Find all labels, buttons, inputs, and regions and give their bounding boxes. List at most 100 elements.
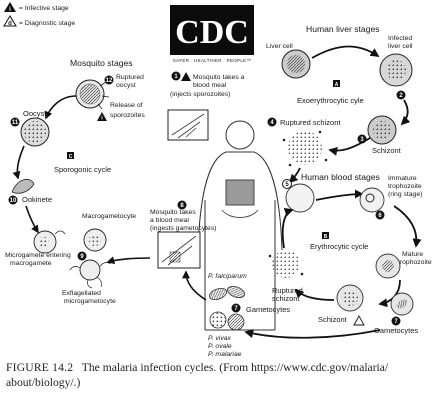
arrow-to-mosquito-meal bbox=[182, 270, 207, 301]
microgamete-label-1: Microgamete entering bbox=[5, 252, 71, 259]
immature-trophozoite-label-1: Immature bbox=[388, 175, 417, 182]
infective-stage-symbol: i bbox=[4, 2, 16, 13]
vivax-gametocytes bbox=[209, 311, 245, 331]
step-1-infective-symbol bbox=[181, 72, 191, 81]
liver-stages-title: Human liver stages bbox=[306, 24, 380, 34]
mature-trophozoite-label-2: trophozoite bbox=[398, 259, 432, 266]
svg-text:10: 10 bbox=[10, 198, 17, 204]
liver-cell bbox=[281, 49, 311, 79]
svg-text:A: A bbox=[335, 82, 339, 88]
step-1-badge: 1 bbox=[171, 71, 181, 81]
step-12-badge: 12 bbox=[104, 75, 114, 85]
ruptured-blood-label-2: schizont bbox=[272, 294, 300, 303]
exo-cycle-badge: A bbox=[333, 80, 340, 88]
mature-trophozoite-rbc bbox=[375, 253, 401, 279]
svg-text:1: 1 bbox=[174, 74, 178, 80]
svg-text:2: 2 bbox=[399, 93, 403, 99]
step-1-label-2: blood meal bbox=[193, 82, 227, 89]
macrogametocyte-label: Macrogametocyte bbox=[82, 213, 136, 220]
infected-liver-cell bbox=[379, 53, 413, 87]
step-11-badge: 11 bbox=[10, 117, 20, 127]
mosquito-feeding-box-8 bbox=[157, 231, 201, 269]
arrow-ookinete bbox=[12, 145, 25, 180]
arrow-microgamete bbox=[25, 205, 39, 234]
mosquito-feeding-box-1 bbox=[167, 109, 209, 141]
step-10-badge: 10 bbox=[8, 195, 18, 205]
arrow-to-ruptured-schizont bbox=[328, 137, 371, 156]
exo-cycle-label: Exoerythrocytic cyle bbox=[297, 96, 364, 105]
step-8-label-3: (ingests gametocytes) bbox=[150, 225, 217, 232]
step-8-label-1: Mosquito takes bbox=[150, 209, 196, 216]
step-7-left-badge: 7 bbox=[231, 303, 241, 313]
arrow-to-gametocytes bbox=[244, 329, 381, 339]
liver-cell-label: Liver cell bbox=[266, 43, 293, 50]
ruptured-oocyst-label-2: oocyst bbox=[116, 82, 136, 89]
falciparum-gametocytes bbox=[208, 285, 246, 301]
legend-diagnostic-text: = Diagnostic stage bbox=[19, 20, 75, 27]
ruptured-oocyst-label-1: Ruptured bbox=[116, 74, 144, 81]
step-7-badge: 7 bbox=[391, 316, 401, 326]
arrow-to-ruptured-blood bbox=[294, 288, 335, 301]
human-figure bbox=[197, 120, 283, 331]
step-1-label-1: Mosquito takes a bbox=[193, 74, 245, 81]
ruptured-oocyst-cell bbox=[75, 79, 110, 110]
legend-infective-text: = Infective stage bbox=[19, 5, 69, 12]
infected-liver-label-1: Infected bbox=[388, 35, 412, 42]
cdc-logo: CDC SAFER · HEALTHIER · PEOPLE™ bbox=[170, 5, 254, 63]
ookinete-label: Ookinete bbox=[22, 195, 52, 204]
release-sporozoites-label-2: sporozoites bbox=[110, 112, 145, 119]
ruptured-blood-schizont bbox=[268, 250, 304, 278]
merozoite-rbc bbox=[285, 183, 315, 213]
arrow-to-ring bbox=[315, 189, 364, 201]
step-8-label-2: a blood meal bbox=[150, 217, 189, 224]
step-4-badge: 4 bbox=[267, 117, 277, 127]
arrow-merozoite-release bbox=[281, 208, 294, 249]
exflagellated-label-2: microgametocyte bbox=[64, 298, 116, 305]
step-5-badge: 5 bbox=[282, 179, 292, 189]
immature-trophozoite-label-3: (ring stage) bbox=[388, 191, 422, 198]
svg-text:i: i bbox=[9, 7, 11, 13]
step-8-badge: 8 bbox=[177, 200, 187, 210]
svg-text:8: 8 bbox=[180, 203, 184, 209]
svg-text:i: i bbox=[101, 116, 103, 122]
microgamete-entering-cell bbox=[33, 230, 66, 254]
species-malariae: P. malariae bbox=[208, 351, 242, 358]
lifecycle-diagram: i = Infective stage d = Diagnostic stage… bbox=[3, 2, 432, 358]
blood-schizont-label: Schizont bbox=[318, 315, 348, 324]
svg-text:9: 9 bbox=[80, 254, 84, 260]
step-9-badge: 9 bbox=[77, 251, 87, 261]
legend: i = Infective stage d = Diagnostic stage bbox=[3, 2, 75, 27]
oocyst-cell bbox=[20, 117, 50, 147]
ookinete-cell bbox=[11, 178, 35, 194]
ruptured-schizont-cell bbox=[282, 130, 328, 167]
step-6-badge: 6 bbox=[375, 210, 385, 220]
liver-schizont-cell bbox=[367, 115, 397, 145]
species-vivax: P. vivax bbox=[208, 335, 232, 342]
cdc-tagline: SAFER · HEALTHIER · PEOPLE™ bbox=[173, 58, 252, 63]
exflagellated-microgametocyte-cell bbox=[69, 259, 111, 289]
arrow-to-schizont bbox=[400, 99, 411, 126]
release-infective-symbol: i bbox=[97, 112, 107, 122]
svg-text:11: 11 bbox=[12, 120, 19, 126]
svg-text:B: B bbox=[324, 234, 328, 240]
gametocyte-right-cell bbox=[390, 292, 414, 316]
step-1-label-3: (injects sporozoites) bbox=[170, 91, 230, 98]
svg-text:5: 5 bbox=[285, 182, 289, 188]
svg-text:4: 4 bbox=[270, 120, 274, 126]
ery-cycle-badge: B bbox=[322, 232, 329, 240]
sporogonic-cycle-badge: C bbox=[67, 152, 74, 160]
sporogonic-cycle-label: Sporogonic cycle bbox=[54, 165, 111, 174]
arrow-to-gametes bbox=[106, 256, 151, 265]
svg-text:7: 7 bbox=[394, 319, 398, 325]
exflagellated-label-1: Exflagellated bbox=[62, 290, 101, 297]
ring-stage-rbc bbox=[359, 187, 385, 213]
mature-trophozoite-label-1: Mature bbox=[402, 251, 423, 258]
blood-schizont-rbc bbox=[336, 284, 364, 312]
svg-text:d: d bbox=[8, 21, 12, 27]
microgamete-label-2: macrogamete bbox=[10, 260, 52, 267]
caption-text-line-2: about/biology/.) bbox=[6, 376, 81, 389]
blood-stages-title: Human blood stages bbox=[301, 172, 380, 182]
svg-text:3: 3 bbox=[360, 137, 364, 143]
ery-cycle-label: Erythrocytic cycle bbox=[310, 242, 368, 251]
